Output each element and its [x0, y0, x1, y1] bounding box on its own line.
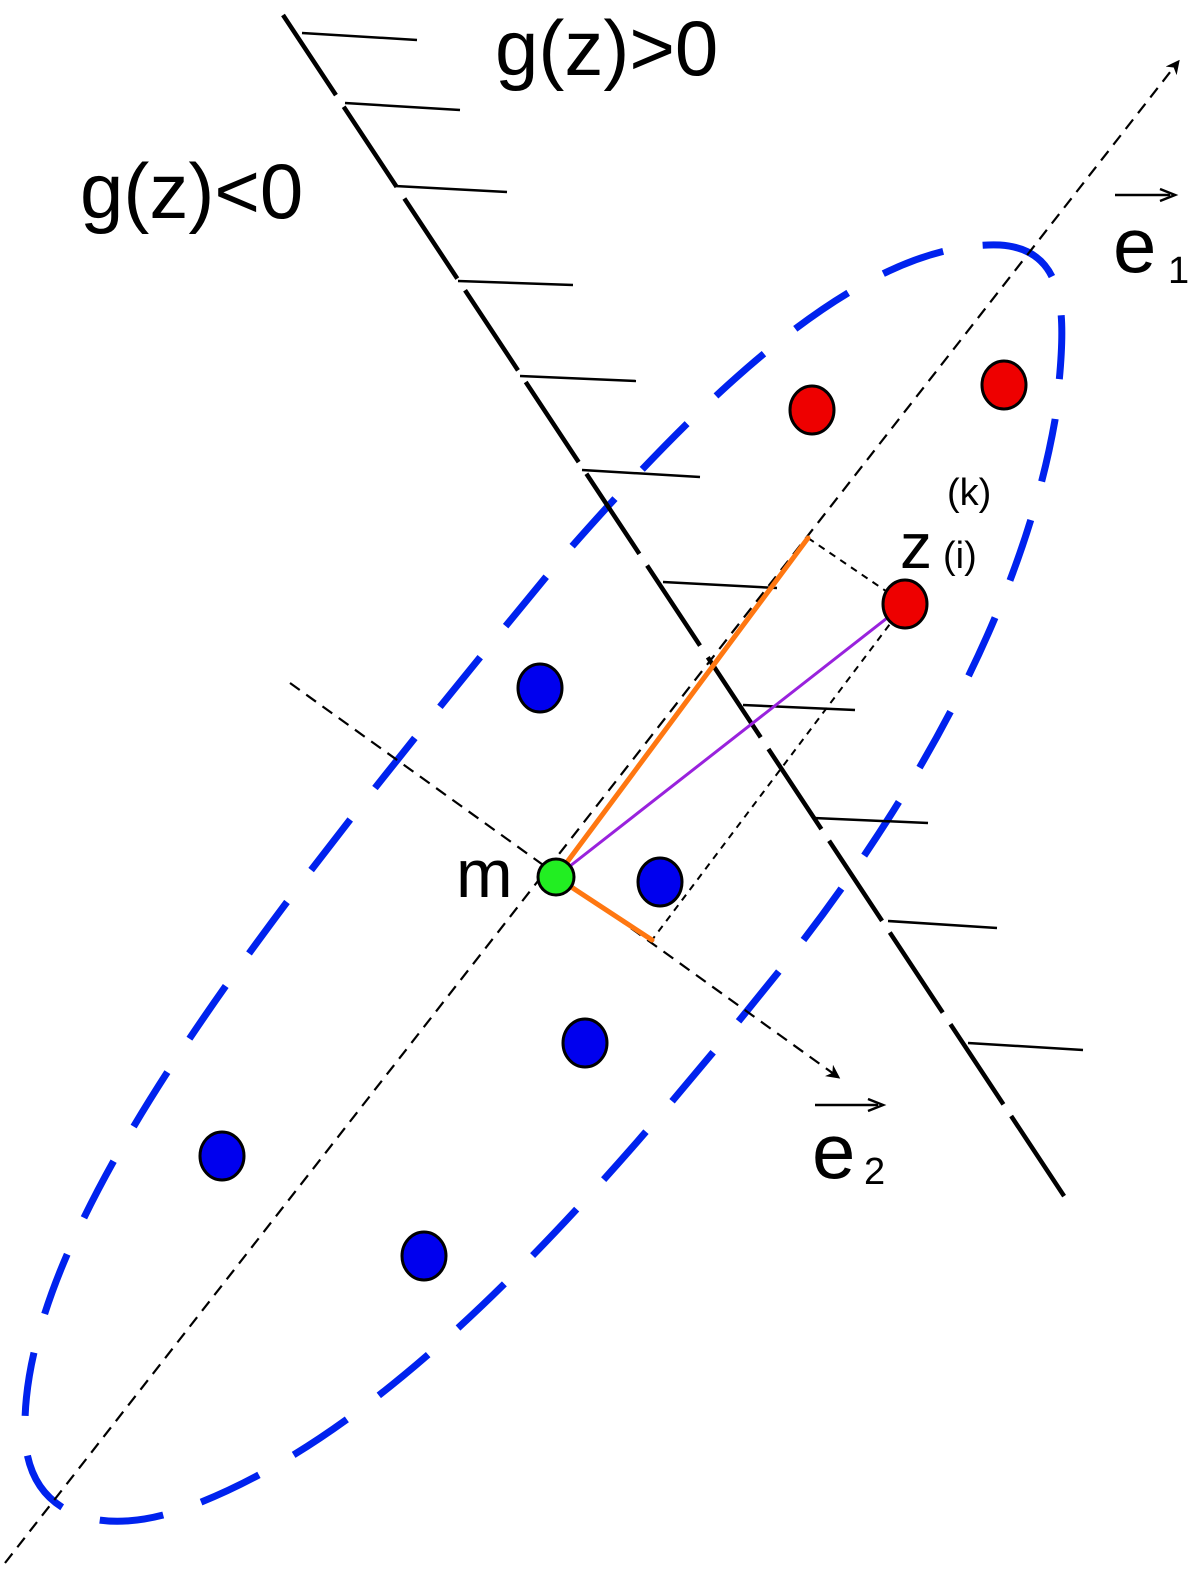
- axis-e2-line: [289, 682, 841, 1079]
- label-region-positive: g(z)>0: [495, 4, 718, 92]
- projection-guides: [651, 537, 906, 941]
- label-sample-sup: (k): [947, 472, 991, 514]
- red-points: [788, 359, 1028, 630]
- label-region-negative: g(z)<0: [80, 147, 303, 235]
- e2-vector-bar-tip: [867, 1097, 887, 1113]
- mean-point: [536, 857, 576, 897]
- red-point: [788, 384, 836, 436]
- decision-boundary-line: [281, 13, 1072, 1207]
- label-axis-e2-sub: 2: [864, 1151, 885, 1193]
- label-mean: m: [456, 836, 513, 912]
- axis-e1-line: [4, 59, 1180, 1564]
- red-point-sample: [881, 578, 929, 630]
- label-sample-sub: (i): [943, 535, 977, 577]
- label-axis-e1-sub: 1: [1168, 250, 1189, 292]
- e1-vector-bar-tip: [1159, 187, 1179, 203]
- label-sample: z: [900, 510, 932, 582]
- boundary-hatching: [301, 31, 1084, 1052]
- label-axis-e2: e: [812, 1107, 855, 1195]
- blue-point: [198, 1130, 246, 1182]
- blue-point: [636, 856, 684, 908]
- red-point: [980, 359, 1028, 411]
- blue-point: [516, 662, 564, 714]
- blue-points: [198, 662, 684, 1282]
- blue-point: [400, 1230, 448, 1282]
- blue-point: [561, 1017, 609, 1069]
- label-axis-e1: e: [1113, 201, 1156, 289]
- distance-vector: [555, 602, 906, 879]
